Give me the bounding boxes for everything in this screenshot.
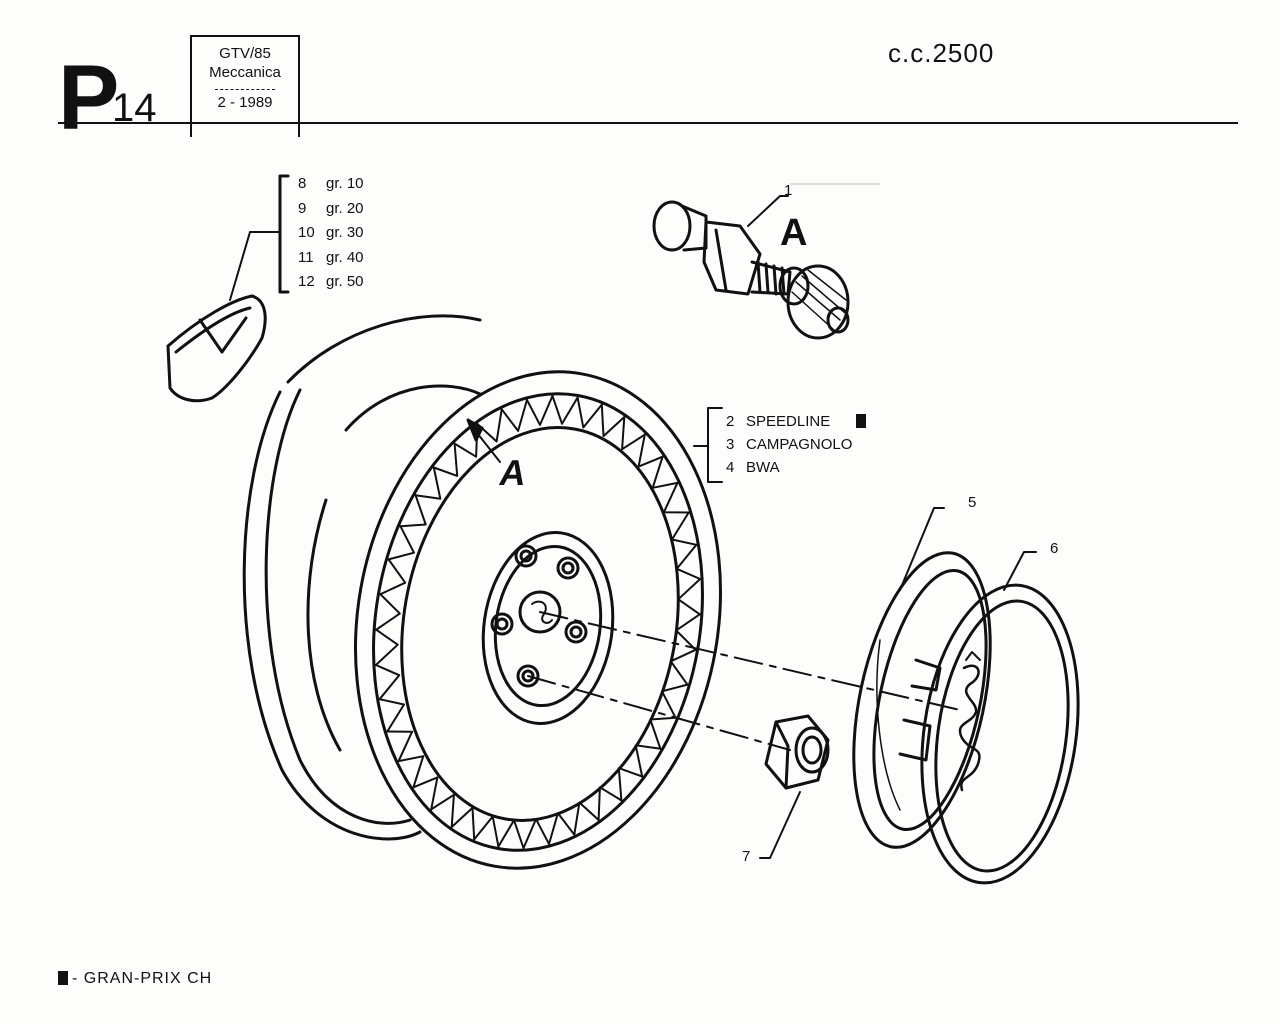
spoke-segment [432, 442, 459, 477]
date-label: 2 - 1989 [217, 93, 273, 111]
callout-nut: 7 [742, 848, 751, 865]
balance-weight-icon [166, 294, 267, 403]
spoke-segment [576, 396, 603, 429]
spoke-segment [412, 776, 439, 811]
spoke-segment [476, 408, 503, 443]
spoke-segment [675, 543, 702, 580]
assembly-lines [527, 611, 961, 751]
spoke-segment [386, 730, 414, 763]
spoke-segment [387, 525, 415, 561]
model-label: GTV/85 [219, 45, 271, 62]
divider [215, 88, 275, 90]
spoke-segment [675, 613, 701, 651]
spoke-segment [617, 767, 644, 802]
spoke-segment [526, 394, 554, 426]
nut-leader [759, 791, 801, 859]
spoke-segment [649, 716, 677, 750]
lug-nut-icon [764, 714, 830, 790]
spoke-segment [374, 628, 399, 666]
wheel-icon [242, 314, 723, 870]
hubcap-trim-icon [852, 551, 992, 849]
spoke-segment [661, 683, 689, 719]
spoke-segment [497, 819, 525, 850]
spoke-segment [634, 744, 662, 778]
spoke-segment [375, 593, 401, 631]
spoke-segment [621, 416, 646, 451]
spoke-segment [597, 786, 623, 821]
spoke-segment [600, 403, 626, 438]
page-letter: P [58, 47, 119, 149]
wheel-spokes [374, 394, 702, 850]
spoke-segment [671, 511, 698, 546]
trim-leader [899, 507, 945, 591]
spoke-segment [522, 818, 550, 850]
spoke-segment [500, 398, 528, 432]
note-marker-icon [58, 971, 68, 985]
engine-label: c.c.2500 [888, 38, 995, 68]
spoke-segment [551, 394, 579, 425]
spoke-segment [473, 815, 500, 848]
spoke-segment [548, 812, 576, 846]
valve-icon [652, 200, 850, 340]
page-number: 14 [112, 86, 157, 130]
callout-valve-detail: A [780, 212, 808, 254]
ring-leader [1003, 551, 1037, 591]
valve-leader [747, 195, 789, 227]
spoke-segment [379, 558, 407, 596]
footer-note-text: - GRAN-PRIX CH [72, 970, 213, 987]
footer-note: - GRAN-PRIX CH [58, 970, 212, 988]
callout-trim: 5 [968, 494, 977, 511]
callout-valve: 1 [784, 182, 793, 199]
note-marker-icon [856, 414, 867, 428]
spoke-segment [662, 481, 690, 514]
model-info-box: GTV/85 Meccanica 2 - 1989 [190, 35, 300, 137]
spoke-segment [430, 793, 455, 828]
spoke-segment [637, 433, 664, 468]
spoke-segment [573, 801, 600, 836]
spoke-segment [397, 755, 425, 789]
spoke-segment [651, 455, 679, 489]
spoke-segment [677, 578, 702, 616]
spoke-segment [450, 806, 476, 841]
spoke-segment [414, 466, 442, 500]
spoke-segment [399, 494, 427, 528]
spoke-segment [378, 698, 405, 733]
callout-ring: 6 [1050, 540, 1059, 557]
retaining-ring-icon [920, 583, 1080, 885]
weights-bracket [278, 174, 290, 294]
spoke-segment [374, 664, 401, 701]
brands-bracket [707, 407, 723, 483]
spoke-segment [669, 648, 697, 686]
weights-leader [229, 231, 281, 301]
header-rule [58, 122, 1238, 124]
section-label: Meccanica [209, 63, 281, 81]
